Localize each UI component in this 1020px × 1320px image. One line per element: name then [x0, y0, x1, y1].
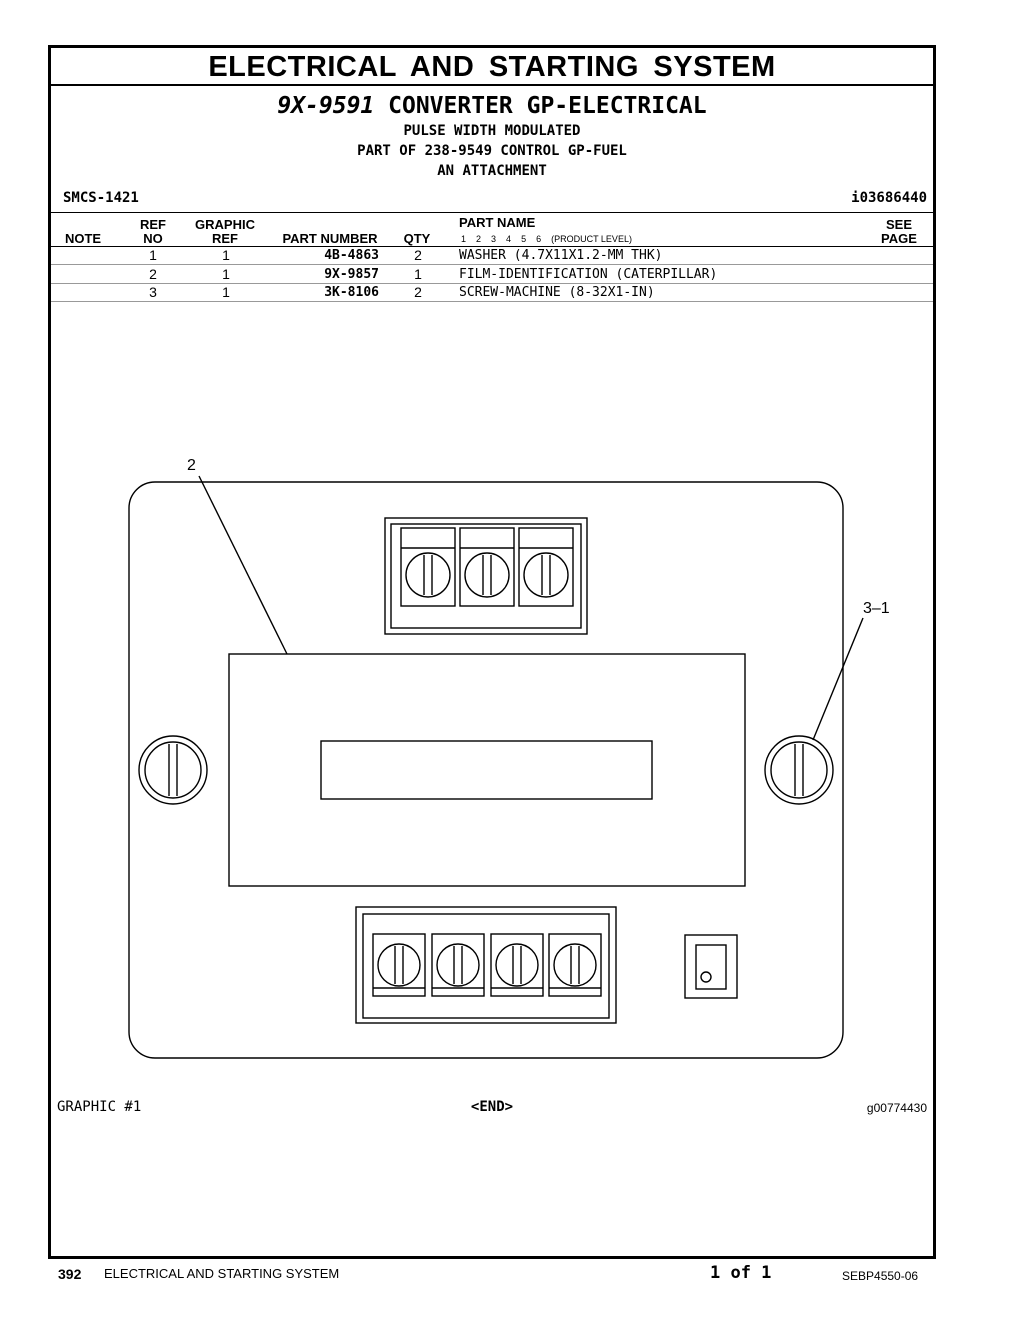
- row-part-name: FILM-IDENTIFICATION (CATERPILLAR): [459, 267, 718, 282]
- col-part-number: PART NUMBER: [282, 231, 378, 246]
- levels-label: (PRODUCT LEVEL): [551, 234, 632, 244]
- col-ref-top: REF: [140, 217, 166, 232]
- leader-line-3-1: [812, 617, 864, 741]
- level-6: 6: [536, 234, 542, 244]
- footer-page-number: 392: [58, 1266, 82, 1282]
- table-row: 2 1 9X-9857 1 FILM-IDENTIFICATION (CATER…: [51, 266, 933, 284]
- section-title-bar: ELECTRICAL AND STARTING SYSTEM: [51, 48, 933, 86]
- bottom-terminal-block: [355, 906, 617, 1024]
- smcs-code: SMCS-1421: [63, 190, 139, 206]
- leader-line-2: [198, 475, 288, 655]
- converter-plate: [128, 481, 844, 1059]
- illustration-id: i03686440: [851, 190, 927, 206]
- section-title: ELECTRICAL AND STARTING SYSTEM: [208, 51, 776, 83]
- col-note: NOTE: [64, 231, 102, 246]
- row-part-number: 4B-4863: [324, 248, 379, 263]
- col-qty: QTY: [403, 231, 431, 246]
- converter-drawing: 2 3–1: [128, 457, 890, 1059]
- callout-2: 2: [187, 457, 196, 474]
- part-group-name: CONVERTER GP-ELECTRICAL: [388, 93, 707, 119]
- row-part-name: SCREW-MACHINE (8-32X1-IN): [459, 285, 655, 300]
- row-part-number: 9X-9857: [324, 267, 379, 282]
- header-bottom-rule: [51, 246, 933, 247]
- level-5: 5: [521, 234, 527, 244]
- identification-film: [228, 653, 746, 887]
- indicator-light: [684, 934, 738, 999]
- callout-3-1: 3–1: [863, 600, 890, 617]
- part-group-number: 9X-9591: [277, 93, 375, 119]
- row-ref: 2: [149, 266, 157, 282]
- footer-page-count: 1 of 1: [710, 1263, 772, 1283]
- col-see-bottom: PAGE: [881, 231, 917, 246]
- subtitle-3: AN ATTACHMENT: [437, 163, 547, 179]
- row-graphic-ref: 1: [222, 284, 230, 300]
- level-4: 4: [506, 234, 512, 244]
- row-ref: 3: [149, 284, 157, 300]
- row-ref: 1: [149, 247, 157, 263]
- col-graphic-top: GRAPHIC: [195, 217, 255, 232]
- level-1: 1: [461, 234, 467, 244]
- subtitle-1: PULSE WIDTH MODULATED: [403, 123, 581, 139]
- col-part-name: PART NAME: [459, 215, 536, 230]
- left-screw: [138, 735, 208, 805]
- col-see-top: SEE: [885, 217, 912, 232]
- part-group-title: 9X-9591 CONVERTER GP-ELECTRICAL: [51, 92, 933, 120]
- table-row: 3 1 3K-8106 2 SCREW-MACHINE (8-32X1-IN): [51, 284, 933, 302]
- row-part-number: 3K-8106: [324, 285, 379, 300]
- table-top-rule: [51, 212, 933, 213]
- graphic-label: GRAPHIC #1: [57, 1099, 142, 1115]
- level-3: 3: [491, 234, 497, 244]
- row-qty: 2: [414, 284, 422, 300]
- page-frame: ELECTRICAL AND STARTING SYSTEM 9X-9591 C…: [48, 45, 936, 1259]
- col-ref-bottom: NO: [143, 231, 163, 246]
- row-qty: 1: [414, 266, 422, 282]
- row-part-name: WASHER (4.7X11X1.2-MM THK): [459, 248, 663, 263]
- top-terminal-block: [384, 517, 588, 635]
- table-row: 1 1 4B-4863 2 WASHER (4.7X11X1.2-MM THK): [51, 247, 933, 265]
- row-graphic-ref: 1: [222, 266, 230, 282]
- col-graphic-bottom: REF: [212, 231, 238, 246]
- row-qty: 2: [414, 247, 422, 263]
- footer-section: ELECTRICAL AND STARTING SYSTEM: [104, 1266, 340, 1281]
- film-window: [320, 740, 653, 800]
- subtitle-2: PART OF 238-9549 CONTROL GP-FUEL: [357, 143, 627, 159]
- row-graphic-ref: 1: [222, 247, 230, 263]
- graphic-id: g00774430: [866, 1101, 927, 1115]
- end-marker: <END>: [470, 1099, 514, 1115]
- level-2: 2: [476, 234, 482, 244]
- footer-document-id: SEBP4550-06: [842, 1269, 919, 1283]
- right-screw: [764, 735, 834, 805]
